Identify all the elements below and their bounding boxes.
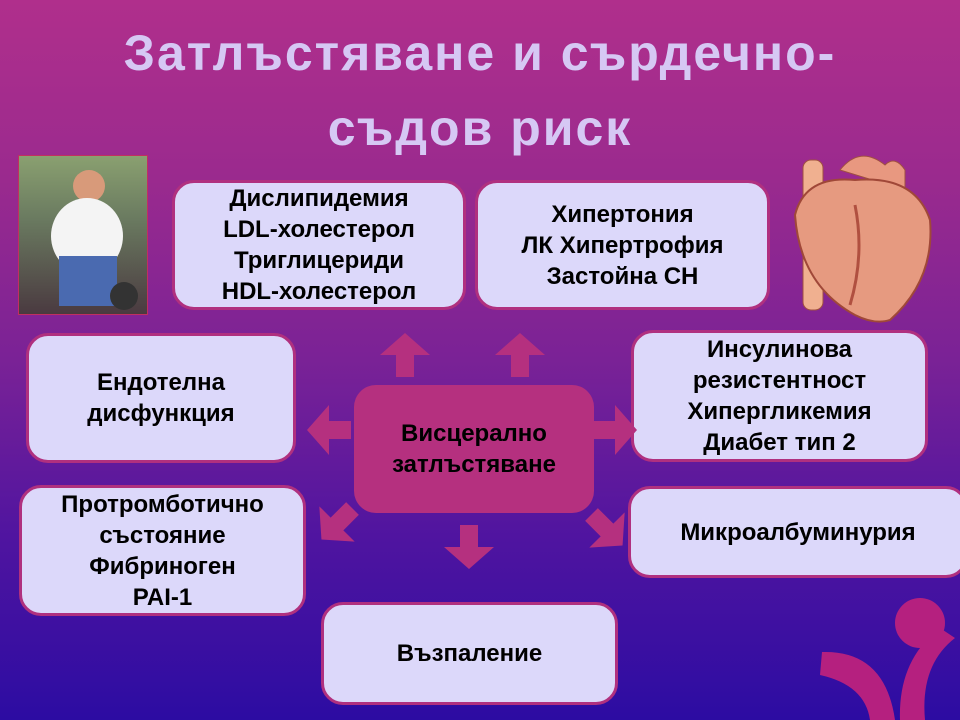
box-microalbuminuria: Микроалбуминурия	[628, 486, 960, 578]
arrow-down-right-icon	[585, 508, 625, 548]
heart-image	[785, 145, 935, 325]
arrow-up-icon	[495, 333, 545, 377]
box-prothrombotic: Протромботично състояние Фибриноген PAI-…	[19, 485, 306, 616]
arrow-up-icon	[380, 333, 430, 377]
box-hypertension: Хипертония ЛК Хипертрофия Застойна СН	[475, 180, 770, 310]
logo-figure-icon	[820, 598, 955, 720]
box-dyslipidemia: Дислипидемия LDL-холестерол Триглицериди…	[172, 180, 466, 310]
arrow-down-left-icon	[319, 502, 359, 542]
arrow-down-icon	[444, 525, 494, 569]
arrow-right-icon	[593, 405, 637, 455]
slide-title-line2: съдов риск	[327, 100, 633, 156]
box-insulin-resistance: Инсулинова резистентност Хипергликемия Д…	[631, 330, 928, 462]
center-visceral-obesity: Висцерално затлъстяване	[354, 385, 594, 513]
arrow-left-icon	[307, 405, 351, 455]
box-endothelial-dysfunction: Ендотелна дисфункция	[26, 333, 296, 463]
slide-title-line1: Затлъстяване и сърдечно-	[123, 25, 837, 81]
obese-man-photo	[18, 155, 148, 315]
box-inflammation: Възпаление	[321, 602, 618, 705]
